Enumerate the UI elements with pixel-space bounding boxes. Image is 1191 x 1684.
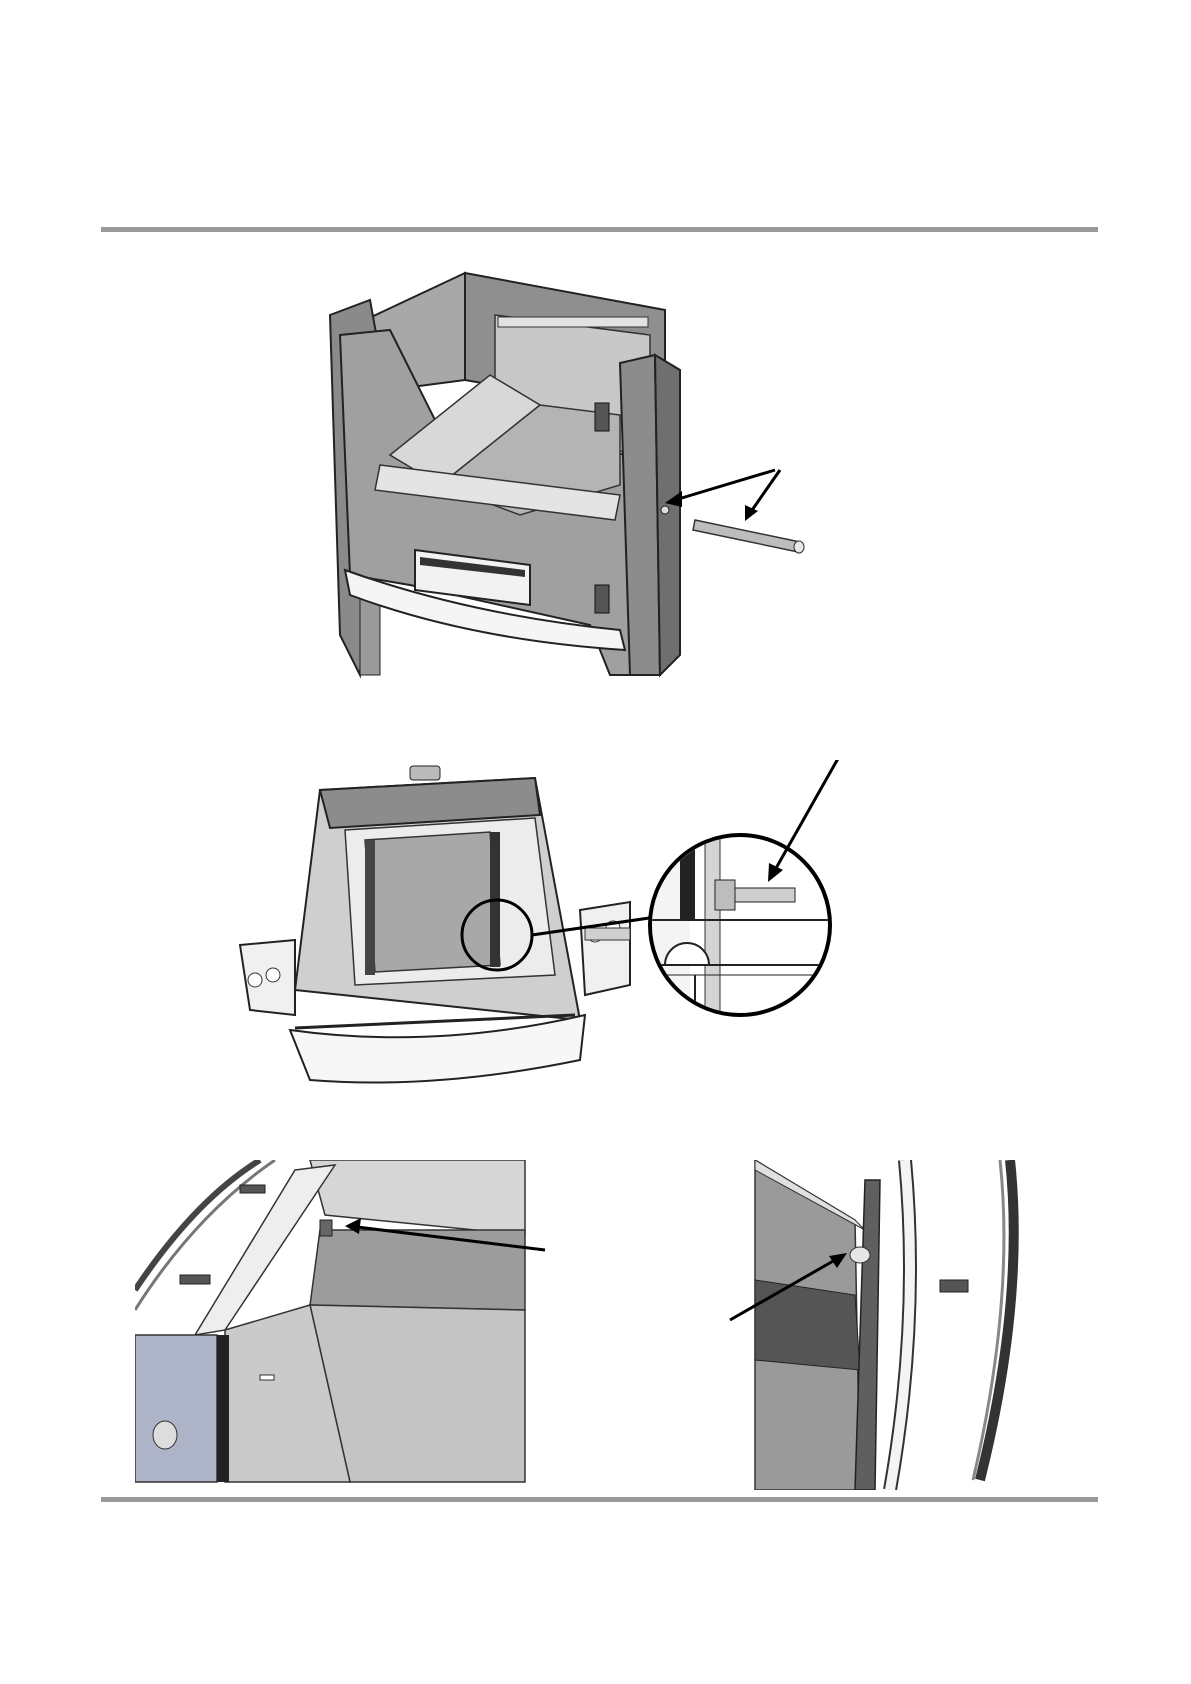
figure-bottom-left-bracket — [135, 1160, 555, 1485]
top-divider-rule — [101, 227, 1098, 232]
bracket-closeup-right-illustration — [725, 1160, 1045, 1490]
stove-insert-with-rod-illustration — [320, 255, 850, 685]
bracket-closeup-left-illustration — [135, 1160, 555, 1485]
stove-insert-top-view-with-magnified-detail — [235, 760, 935, 1090]
figure-bottom-right-bracket — [725, 1160, 1045, 1490]
figure-middle-firebox-with-detail — [235, 760, 935, 1090]
bottom-divider-rule — [101, 1497, 1098, 1502]
figure-top-firebox-with-rod — [320, 255, 850, 685]
